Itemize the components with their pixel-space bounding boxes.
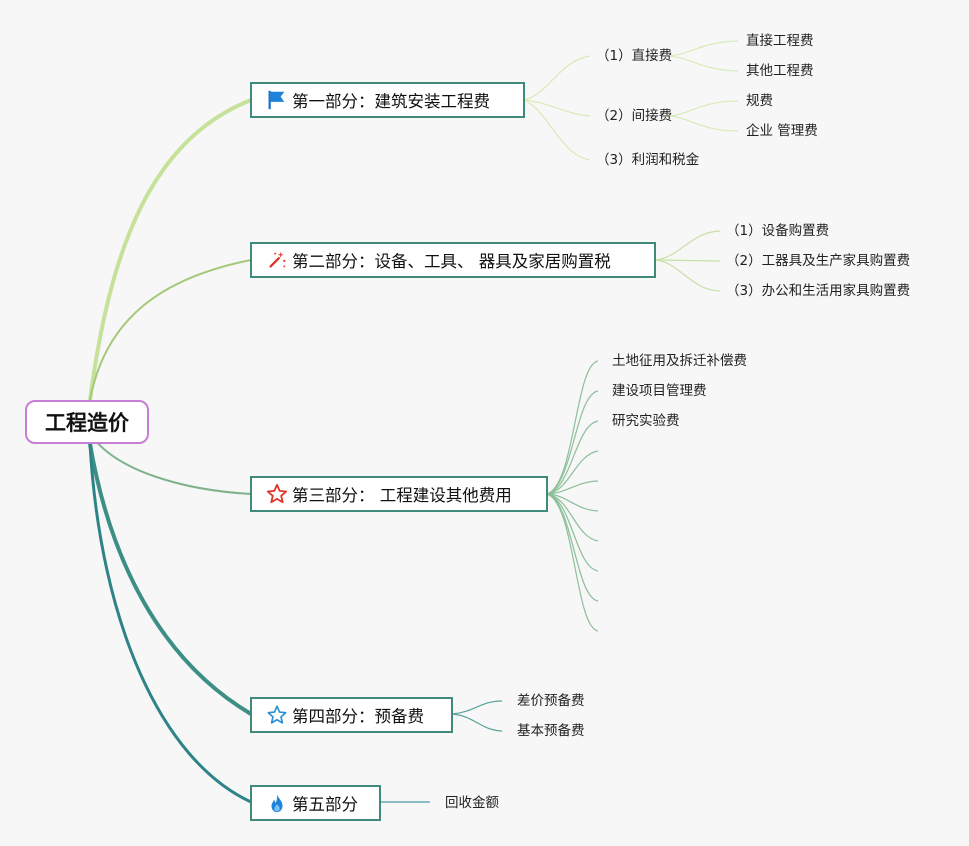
link-root-branch4 — [88, 443, 253, 716]
link-c1-g1 — [667, 40, 739, 57]
b2-leaf-2[interactable]: （2）工器具及生产家具购置费 — [726, 253, 911, 269]
link-b2-c2 — [654, 259, 721, 262]
branch-node-2[interactable]: 第二部分：设备、工具、 器具及家居购置税 — [250, 242, 656, 278]
branch-label-1: 第一部分：建筑安装工程费 — [292, 92, 490, 111]
b1-c1-leaf-1[interactable]: 直接工程费 — [746, 33, 814, 49]
link-root-branch1 — [88, 98, 252, 401]
link-b4-c2 — [451, 713, 503, 732]
link-b3-c10 — [546, 493, 599, 632]
branch-label-2: 第二部分：设备、工具、 器具及家居购置税 — [292, 252, 611, 271]
link-root-branch5 — [88, 443, 252, 804]
b4-leaf-1[interactable]: 差价预备费 — [517, 693, 585, 709]
link-b3-c3 — [546, 420, 599, 495]
link-b2-c1 — [654, 230, 721, 261]
link-b3-c1 — [546, 360, 599, 495]
link-b1-c2 — [523, 99, 591, 117]
link-root-branch2 — [89, 259, 252, 401]
b2-leaf-3[interactable]: （3）办公和生活用家具购置费 — [726, 283, 911, 299]
branch-node-4[interactable]: 第四部分：预备费 — [250, 697, 453, 733]
link-b3-c4 — [546, 450, 599, 495]
root-node[interactable]: 工程造价 — [25, 400, 149, 444]
branch-node-5[interactable]: 第五部分 — [250, 785, 381, 821]
branch-node-3[interactable]: 第三部分： 工程建设其他费用 — [250, 476, 548, 512]
link-b3-c5 — [546, 480, 599, 495]
b1-c1-leaf-2[interactable]: 其他工程费 — [746, 63, 814, 79]
magic-wand-icon — [266, 249, 288, 271]
b1-c2-leaf-2[interactable]: 企业 管理费 — [746, 123, 818, 139]
link-b3-c2 — [546, 390, 599, 495]
link-c1-g2 — [667, 55, 739, 72]
branch-label-4: 第四部分：预备费 — [292, 707, 424, 726]
b3-leaf-1[interactable]: 土地征用及拆迁补偿费 — [612, 353, 747, 369]
b2-leaf-1[interactable]: （1）设备购置费 — [726, 223, 830, 239]
star-red-icon — [266, 483, 288, 505]
b1-c2-leaf-1[interactable]: 规费 — [746, 93, 773, 109]
link-c2-g1 — [667, 100, 739, 117]
b1-child-3[interactable]: （3）利润和税金 — [596, 152, 700, 168]
link-b2-c3 — [654, 259, 721, 292]
flame-icon — [266, 792, 288, 814]
link-b3-c8 — [546, 493, 599, 572]
link-c2-g2 — [667, 115, 739, 132]
b3-leaf-2[interactable]: 建设项目管理费 — [612, 383, 707, 399]
link-b3-c7 — [546, 493, 599, 542]
branch-node-1[interactable]: 第一部分：建筑安装工程费 — [250, 82, 525, 118]
branch-label-3: 第三部分： 工程建设其他费用 — [292, 486, 512, 505]
link-b4-c1 — [451, 700, 503, 715]
branch-label-5: 第五部分 — [292, 795, 358, 814]
b5-leaf-1[interactable]: 回收金额 — [445, 795, 499, 811]
link-b1-c1 — [523, 55, 591, 101]
star-blue-icon — [266, 704, 288, 726]
link-b1-c3 — [523, 99, 591, 161]
link-root-branch3 — [94, 439, 252, 495]
b1-child-2[interactable]: （2）间接费 — [596, 108, 673, 124]
b1-child-1[interactable]: （1）直接费 — [596, 48, 673, 64]
b3-leaf-3[interactable]: 研究实验费 — [612, 413, 680, 429]
flag-icon — [266, 89, 288, 111]
root-label: 工程造价 — [45, 411, 129, 435]
b4-leaf-2[interactable]: 基本预备费 — [517, 723, 585, 739]
